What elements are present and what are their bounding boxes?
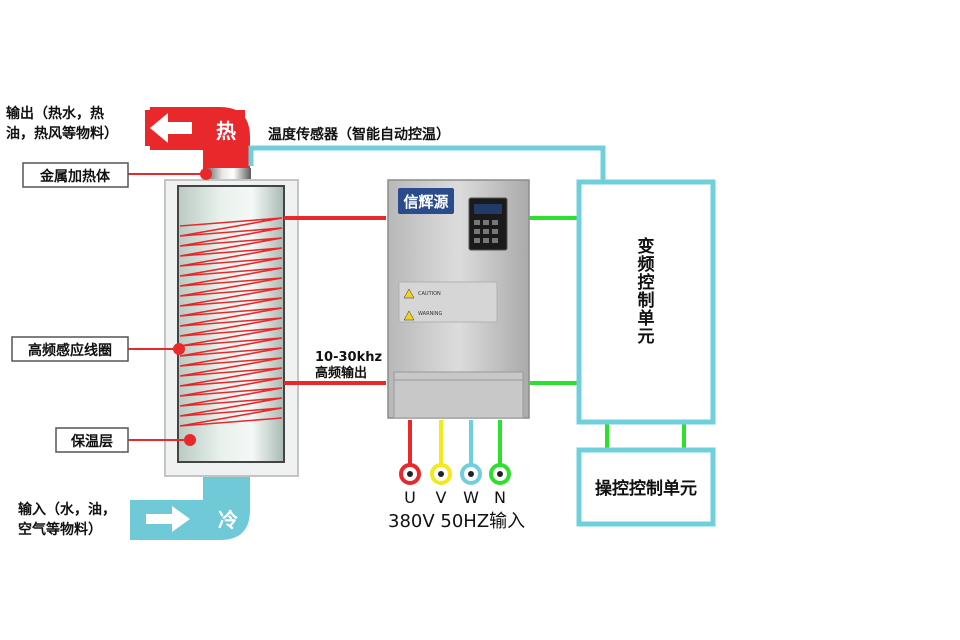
arrow-left-icon: [150, 113, 192, 143]
terminal-u: U: [404, 488, 416, 507]
terminal-dots: [407, 471, 503, 477]
cold-label: 冷: [218, 508, 238, 532]
cold-input-pipe: 冷: [130, 470, 250, 540]
terminal-labels: U V W N: [404, 488, 506, 507]
label-metal-body: 金属加热体: [22, 162, 129, 188]
svg-text:保温层: 保温层: [70, 433, 113, 450]
caution-text: CAUTION: [418, 291, 441, 297]
induction-coil: [179, 217, 283, 427]
vfd-control-unit: 变 频 控 制 单 元: [576, 179, 716, 425]
inverter-device: 信辉源 CAUTION WARNING: [387, 179, 530, 419]
svg-text:控: 控: [638, 272, 655, 293]
freq-label-line1: 10-30khz: [315, 350, 382, 365]
terminal-connectors: [399, 463, 511, 485]
terminal-wires: [408, 420, 502, 468]
svg-text:制: 制: [638, 290, 655, 311]
warning-text: WARNING: [418, 311, 443, 317]
control-wires: [529, 216, 686, 450]
coil-winding: [179, 217, 283, 427]
input-text-line1: 输入（水，油，: [18, 501, 116, 518]
output-text-line1: 输出（热水，热: [6, 105, 104, 122]
caution-icon: [403, 288, 415, 299]
power-input-label: 380V 50HZ输入: [388, 511, 525, 532]
output-text-line2: 油，热风等物料）: [6, 125, 118, 142]
svg-text:单: 单: [638, 308, 655, 329]
operation-control-unit: 操控控制单元: [576, 447, 716, 527]
svg-text:高频感应线圈: 高频感应线圈: [28, 342, 112, 359]
input-text-line2: 空气等物料）: [18, 521, 102, 538]
hot-output-pipe: 热: [145, 107, 250, 185]
keypad-buttons: [474, 220, 498, 243]
brand-text: 信辉源: [403, 193, 448, 211]
label-coil: 高频感应线圈: [11, 336, 129, 362]
keypad-display: [474, 204, 502, 214]
callout-lines: [128, 168, 212, 446]
warning-icon: [403, 310, 415, 321]
warning-label-area: [398, 281, 498, 323]
svg-text:操控控制单元: 操控控制单元: [595, 478, 697, 499]
terminal-w: W: [463, 488, 479, 507]
brand-logo: [398, 188, 454, 214]
sensor-wire: [248, 145, 606, 182]
svg-text:金属加热体: 金属加热体: [39, 168, 111, 185]
hot-label: 热: [216, 119, 236, 143]
label-insulation: 保温层: [55, 427, 129, 453]
svg-text:元: 元: [638, 327, 655, 347]
terminal-v: V: [436, 488, 447, 507]
freq-label-line2: 高频输出: [315, 365, 367, 381]
terminal-n: N: [494, 488, 506, 507]
sensor-label: 温度传感器（智能自动控温）: [268, 126, 450, 143]
high-freq-wires: [284, 216, 386, 385]
svg-text:频: 频: [638, 254, 655, 275]
arrow-right-icon: [146, 506, 190, 532]
heater-assembly: [164, 168, 299, 477]
svg-text:变: 变: [638, 236, 655, 257]
